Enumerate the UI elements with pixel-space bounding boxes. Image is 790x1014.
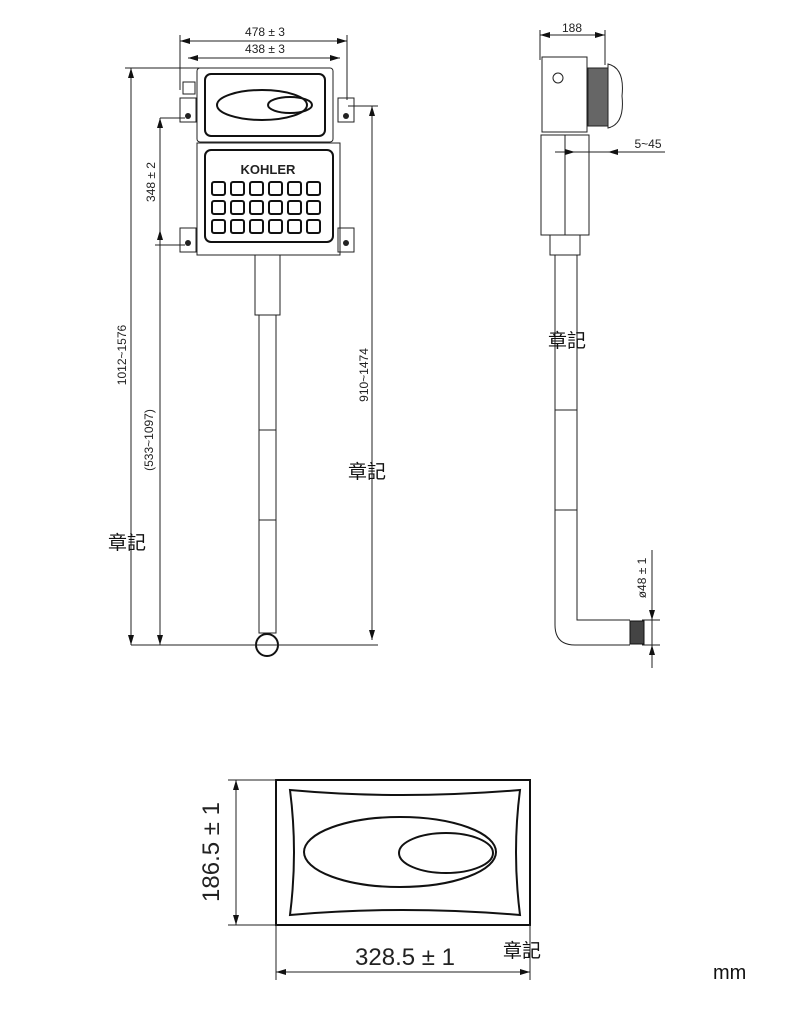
cistern-tank xyxy=(196,142,341,256)
cistern-grid-cell xyxy=(211,200,226,215)
cistern-grid-cell xyxy=(287,219,302,234)
cistern-grid-cell xyxy=(268,219,283,234)
cistern-grid-cell xyxy=(268,200,283,215)
front-view: KOHLER 478 ± 3 438 ± 3 1012~1576 348 ± 2… xyxy=(115,25,378,657)
dim-depth: 188 xyxy=(562,21,582,35)
brand-logo: KOHLER xyxy=(241,162,297,177)
cistern-grid-cell xyxy=(287,200,302,215)
cistern-grid-cell xyxy=(249,219,264,234)
cistern-grid-cell xyxy=(230,200,245,215)
cistern-grid-cell xyxy=(268,181,283,196)
cistern-grid-cell xyxy=(230,219,245,234)
cistern-grid-cell xyxy=(306,181,321,196)
dim-adjust: 5~45 xyxy=(634,137,661,151)
stamp-label: 章記 xyxy=(548,330,587,352)
stamp-label: 章記 xyxy=(348,461,387,483)
cistern-grid-cell xyxy=(211,181,226,196)
cistern-grid-cell xyxy=(211,219,226,234)
unit-label: mm xyxy=(713,962,747,984)
dim-bracket-height: 910~1474 xyxy=(357,348,371,402)
side-view: 188 5~45 ø48 ± 1 xyxy=(539,21,665,668)
dim-total-height: 1012~1576 xyxy=(115,324,129,385)
dim-plate-width: 328.5 ± 1 xyxy=(355,944,455,971)
dim-bracket-spacing: 348 ± 2 xyxy=(144,162,158,202)
dim-plate-height: 186.5 ± 1 xyxy=(198,802,225,902)
flush-plate-view: 186.5 ± 1 328.5 ± 1 xyxy=(198,779,531,980)
stamp-label: 章記 xyxy=(108,532,147,554)
flush-frame xyxy=(196,67,334,143)
cistern-grid-cell xyxy=(287,181,302,196)
dim-outlet-height: (533~1097) xyxy=(142,409,156,471)
dim-mount-width: 438 ± 3 xyxy=(245,42,285,56)
cistern-grid-cell xyxy=(306,200,321,215)
cistern-grid-cell xyxy=(230,181,245,196)
mounting-brackets xyxy=(179,97,355,253)
stamp-label: 章記 xyxy=(503,940,542,962)
dim-pipe-diameter: ø48 ± 1 xyxy=(635,557,649,598)
cistern-grid-cell xyxy=(249,200,264,215)
dim-overall-width: 478 ± 3 xyxy=(245,25,285,39)
cistern-grid-cell xyxy=(306,219,321,234)
cistern-grid-cell xyxy=(249,181,264,196)
